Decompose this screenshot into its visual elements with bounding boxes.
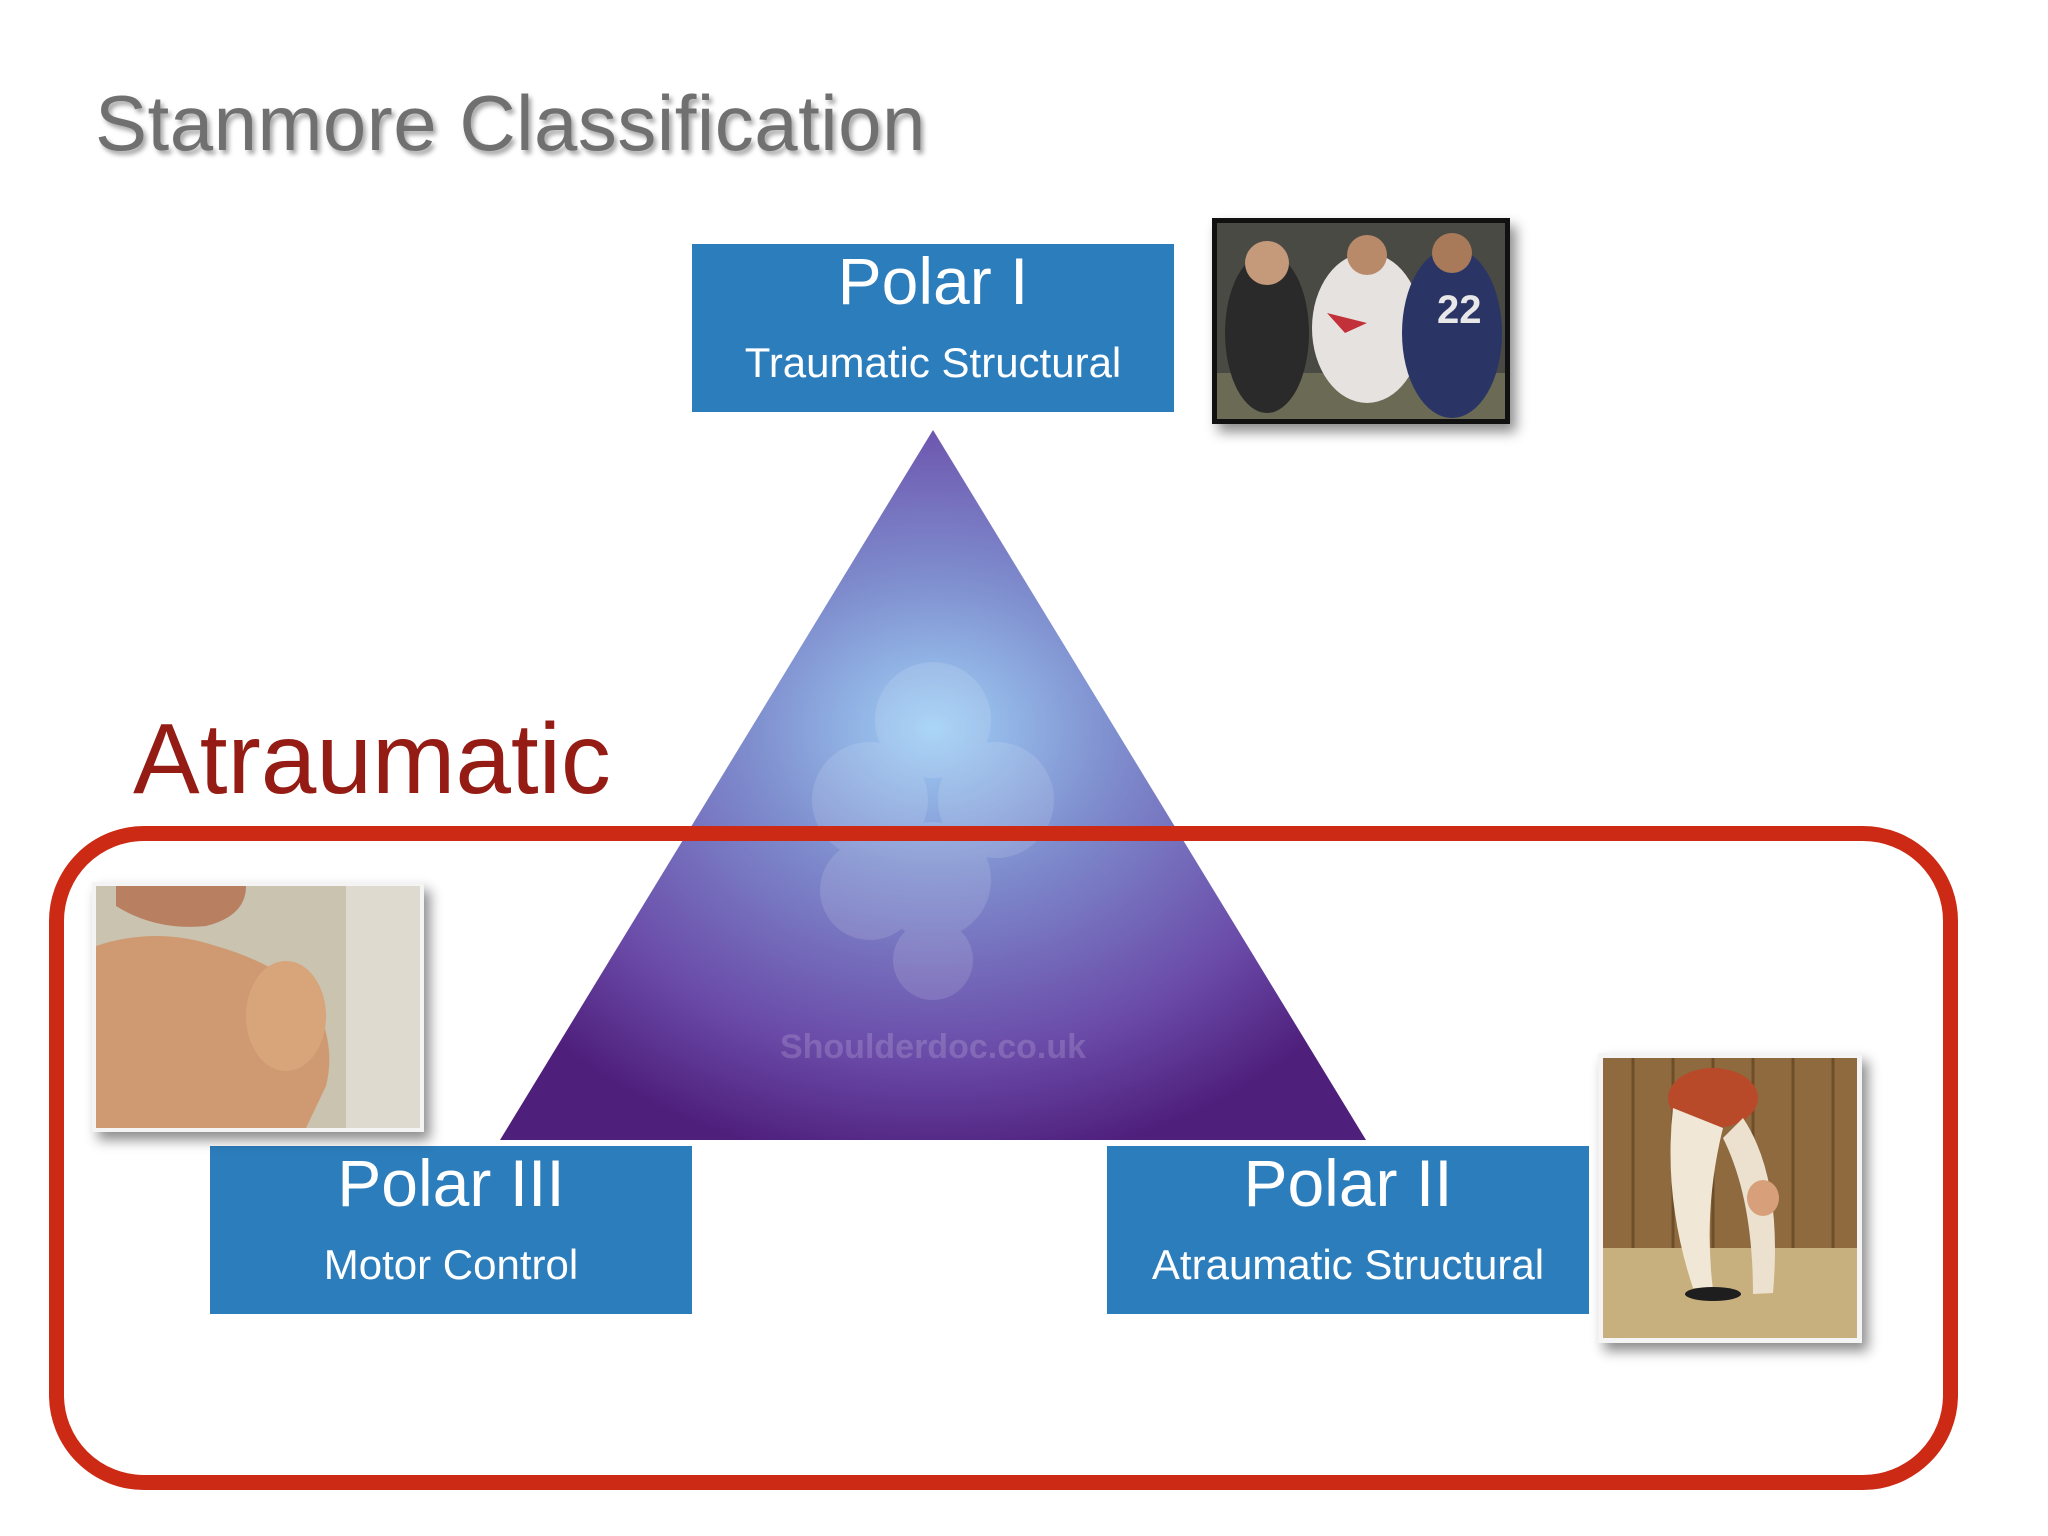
polar-3-box: Polar III Motor Control [210,1146,692,1314]
polar-2-subtitle: Atraumatic Structural [1151,1241,1545,1288]
polar-1-subtitle: Traumatic Structural [744,339,1122,386]
polar-3-name: Polar III [337,1146,565,1220]
atraumatic-group-frame [49,826,1958,1490]
slide-title: Stanmore Classification [95,79,926,167]
watermark-text: Shoulderdoc.co.uk [780,1028,1086,1066]
polar-1-box: Polar I Traumatic Structural [692,244,1174,412]
polar-1-name: Polar I [837,244,1029,318]
svg-text:22: 22 [1437,288,1482,332]
atraumatic-label: Atraumatic [133,703,611,815]
polar-3-subtitle: Motor Control [323,1241,579,1288]
polar-2-name: Polar II [1243,1146,1453,1220]
polar-2-box: Polar II Atraumatic Structural [1107,1146,1589,1314]
shoulder-photo [92,882,424,1132]
triangle-shape [500,430,1366,1140]
contortionist-photo [1598,1053,1862,1343]
rugby-tackle-photo: 22 [1212,218,1510,424]
